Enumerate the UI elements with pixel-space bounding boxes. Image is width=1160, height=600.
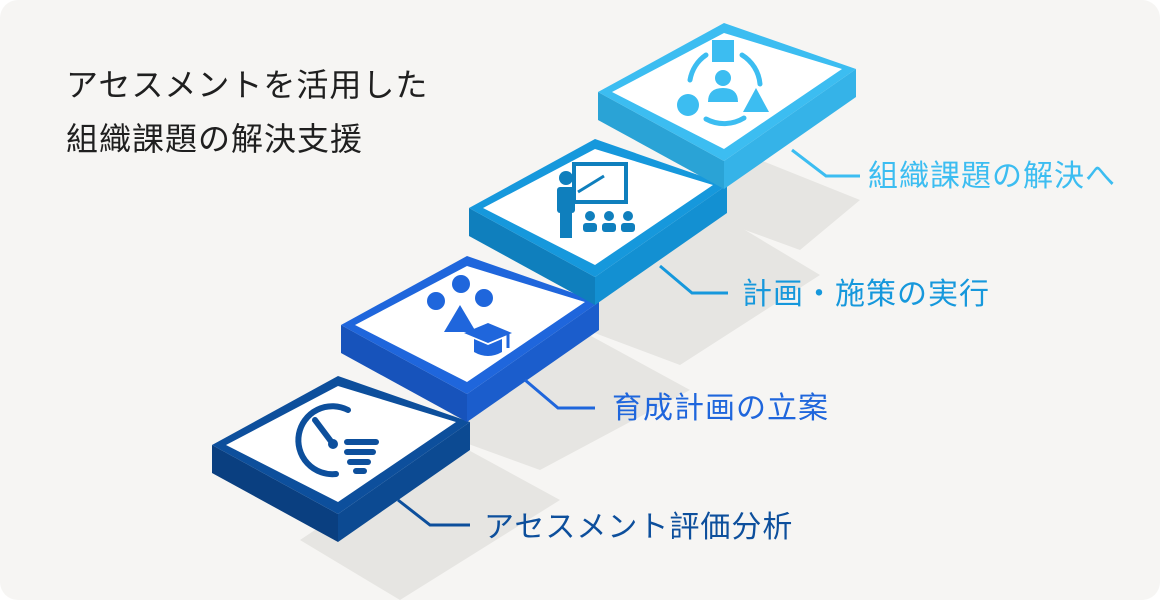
circle-shape: [677, 94, 699, 116]
step-3-right-side: [595, 185, 727, 305]
heading-line-2: 組織課題の解決支援: [66, 120, 364, 158]
step-3-label: 計画・施策の実行: [742, 277, 990, 312]
step-1-top-inner: [226, 386, 456, 502]
diagram-heading: アセスメントを活用した 組織課題の解決支援: [66, 58, 428, 166]
training-plan-icon: [427, 275, 512, 356]
step-4-label: 組織課題の解決へ: [868, 159, 1116, 194]
step-3-execution: 計画・施策の実行: [469, 139, 990, 312]
graduation-cap-base: [474, 339, 502, 356]
step-4-leader-line: [791, 148, 860, 178]
square-shape: [712, 40, 734, 62]
step-4-left-side: [598, 92, 724, 189]
triangle-shape: [743, 88, 769, 112]
step-2-label: 育成計画の立案: [612, 391, 829, 426]
step-1-left-side: [212, 445, 338, 542]
audience: [583, 211, 635, 232]
step-2-leader-line: [524, 378, 595, 410]
step-4-solution: 組織課題の解決へ: [598, 23, 1116, 194]
step-2-right-side: [467, 302, 599, 422]
center-person-head: [715, 70, 731, 86]
center-person-body: [708, 88, 738, 102]
presentation-board: [572, 162, 628, 204]
pointer-stick: [577, 174, 605, 194]
graduation-cap-top: [464, 323, 512, 343]
teacher-head: [559, 171, 573, 185]
assessment-gauge-icon: [295, 403, 379, 478]
step-1-assessment: アセスメント評価分析: [212, 376, 793, 545]
step-3-leader-line: [659, 264, 728, 295]
step-3-top-inner: [483, 149, 713, 265]
teacher-body: [557, 187, 575, 213]
person-dot-center: [452, 275, 470, 293]
step-1-right-side: [338, 422, 470, 542]
step-3-left-side: [469, 208, 595, 305]
step-2-training-plan: 育成計画の立案: [341, 256, 829, 426]
organization-solution-icon: [677, 40, 769, 127]
triangle-shape: [444, 305, 476, 332]
person-dot-right: [475, 289, 493, 307]
step-4-right-side: [724, 69, 856, 189]
step-2-left-side: [341, 325, 467, 422]
teacher-presentation-icon: [557, 162, 635, 238]
teacher-legs: [560, 212, 572, 238]
heading-line-1: アセスメントを活用した: [66, 66, 429, 104]
step-1-label: アセスメント評価分析: [484, 510, 793, 545]
step-1-leader-line: [397, 498, 470, 527]
person-dot-left: [427, 292, 445, 310]
